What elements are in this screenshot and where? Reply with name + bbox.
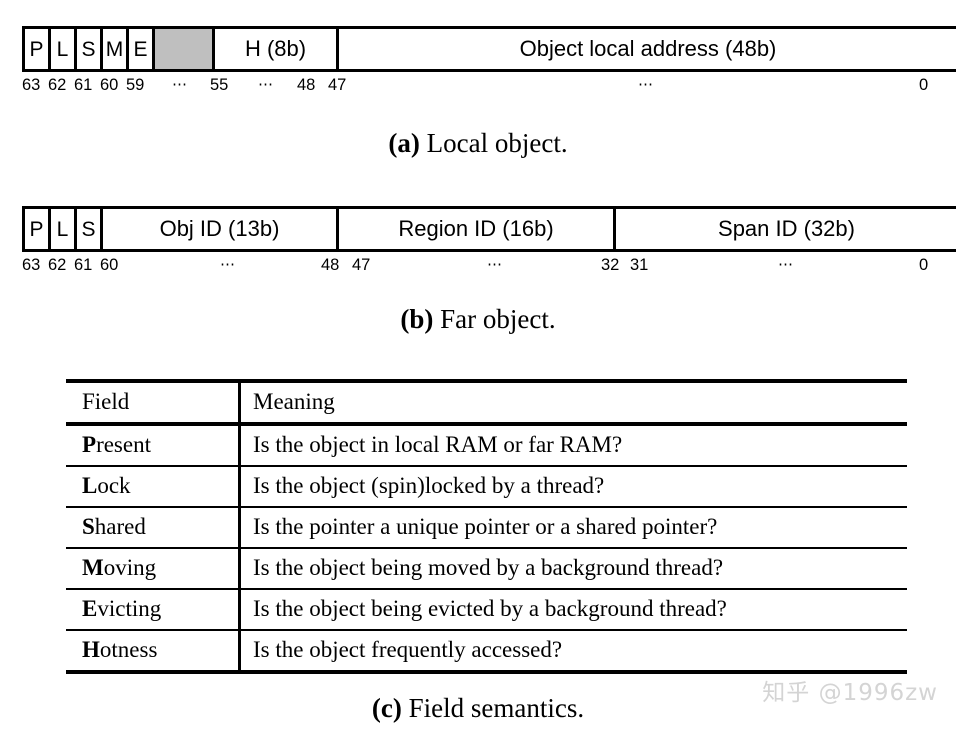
field-initial: H [82,637,100,662]
field-initial: P [82,432,97,457]
field-initial: L [82,473,98,498]
caption-label-b: (b) [400,304,434,334]
field-name-remainder: victing [97,596,162,621]
caption-label-c: (c) [371,693,402,723]
bitfield-cell: M [103,29,129,69]
field-name-cell: Lock [66,466,241,508]
field-meaning-cell: Is the pointer a unique pointer or a sha… [239,507,907,549]
bit-index: 48 [297,76,316,94]
column-header: Field [66,379,241,426]
field-initial: E [82,596,98,621]
caption-text-a: Local object. [426,128,568,158]
bitfield-cell: H (8b) [215,29,339,69]
field-name-cell: Hotness [66,630,241,674]
bitfield-cell: P [25,209,51,249]
bit-ellipsis: ⋯ [220,256,235,273]
bit-index: 62 [48,76,67,94]
bitfield-cell-reserved [155,29,215,69]
field-name-remainder: oving [103,555,157,580]
bit-index: 0 [919,76,929,94]
bit-ellipsis: ⋯ [778,256,793,273]
bit-index: 47 [352,256,371,274]
bitfield-cell: Object local address (48b) [339,29,956,69]
bit-index: 48 [321,256,340,274]
bit-index: 32 [601,256,620,274]
caption-text-b: Far object. [440,304,556,334]
bit-index-labels: 63 62 61 60 59 ⋯ 55 ⋯ 48 47 ⋯ 0 [22,75,956,99]
bitfield-cell: Obj ID (13b) [103,209,339,249]
field-meaning-cell: Is the object frequently accessed? [239,630,907,674]
figure-caption-c: (c) Field semantics. [0,692,956,724]
bit-ellipsis: ⋯ [487,256,502,273]
bit-index: 60 [100,256,119,274]
caption-text-c: Field semantics. [408,693,585,723]
field-meaning-cell: Is the object (spin)locked by a thread? [239,466,907,508]
bit-index: 55 [210,76,229,94]
bit-index: 60 [100,76,119,94]
bitfield-cell: E [129,29,155,69]
field-meaning-cell: Is the object in local RAM or far RAM? [239,424,907,467]
bit-index: 61 [74,256,93,274]
bit-index: 0 [919,256,929,274]
bit-ellipsis: ⋯ [172,76,187,93]
field-name-remainder: ock [97,473,131,498]
field-name-remainder: hared [94,514,146,539]
field-initial: S [82,514,95,539]
bit-index: 63 [22,76,41,94]
bit-index: 31 [630,256,649,274]
bitfield-cell: Region ID (16b) [339,209,616,249]
bitfield-cell: S [77,29,103,69]
bitfield-cell: P [25,29,51,69]
caption-label-a: (a) [388,128,420,158]
field-name-cell: Shared [66,507,241,549]
bitfield-cell: Span ID (32b) [616,209,956,249]
field-name-cell: Present [66,424,241,467]
bit-index: 47 [328,76,347,94]
bit-index: 59 [126,76,145,94]
bit-index: 63 [22,256,41,274]
field-meaning-cell: Is the object being moved by a backgroun… [239,548,907,590]
watermark: 知乎 @1996zw [762,680,938,706]
bitfield-cell: L [51,209,77,249]
figure-caption-b: (b) Far object. [0,303,956,335]
field-name-cell: Moving [66,548,241,590]
bitfield-cell: S [77,209,103,249]
bit-index-labels: 63 62 61 60 ⋯ 48 47 ⋯ 32 31 ⋯ 0 [22,255,956,279]
column-header: Meaning [239,379,907,426]
field-name-remainder: resent [96,432,151,457]
bitfield-cell: L [51,29,77,69]
bit-ellipsis: ⋯ [258,76,273,93]
bit-index: 61 [74,76,93,94]
field-meaning-cell: Is the object being evicted by a backgro… [239,589,907,631]
field-name-remainder: otness [99,637,158,662]
field-initial: M [82,555,104,580]
figure-caption-a: (a) Local object. [0,127,956,159]
field-name-cell: Evicting [66,589,241,631]
bit-ellipsis: ⋯ [638,76,653,93]
bit-index: 62 [48,256,67,274]
